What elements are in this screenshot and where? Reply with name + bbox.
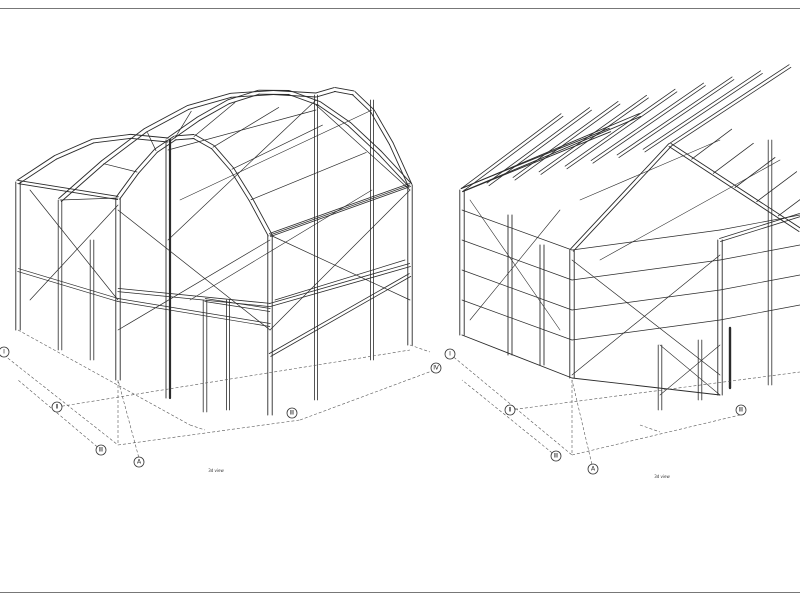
sheet-border-bottom [0, 592, 800, 593]
left-steel-frame-isometric [0, 87, 441, 463]
grid-bubble-right-a: A [587, 463, 599, 475]
grid-bubble-right-2: Ⅱ [504, 404, 516, 416]
right-steel-frame-isometric [449, 64, 800, 470]
svg-text:A: A [591, 466, 596, 473]
grid-bubble-right-4: Ⅲ [735, 404, 747, 416]
grid-bubble-left-5: Ⅳ [430, 362, 442, 374]
svg-text:Ⅳ: Ⅳ [433, 365, 439, 372]
svg-text:Ⅰ: Ⅰ [3, 349, 5, 356]
svg-text:Ⅱ: Ⅱ [509, 407, 512, 414]
sheet-border-top [0, 8, 800, 9]
grid-bubble-left-1: Ⅰ [0, 346, 10, 358]
grid-bubble-left-2: Ⅱ [51, 401, 63, 413]
grid-bubble-left-3: Ⅲ [95, 444, 107, 456]
svg-text:Ⅲ: Ⅲ [290, 410, 294, 417]
grid-bubble-left-a: A [133, 456, 145, 468]
left-view-caption: 3d view [208, 468, 224, 473]
right-view-caption: 3d view [654, 474, 670, 479]
svg-text:Ⅱ: Ⅱ [56, 404, 59, 411]
svg-text:Ⅲ: Ⅲ [739, 407, 743, 414]
svg-text:Ⅲ: Ⅲ [99, 447, 103, 454]
grid-bubble-right-3: Ⅲ [550, 450, 562, 462]
svg-text:Ⅰ: Ⅰ [449, 351, 451, 358]
svg-text:Ⅲ: Ⅲ [554, 453, 558, 460]
svg-text:A: A [137, 459, 142, 466]
grid-bubble-left-4: Ⅲ [286, 407, 298, 419]
grid-bubble-right-1: Ⅰ [444, 348, 456, 360]
